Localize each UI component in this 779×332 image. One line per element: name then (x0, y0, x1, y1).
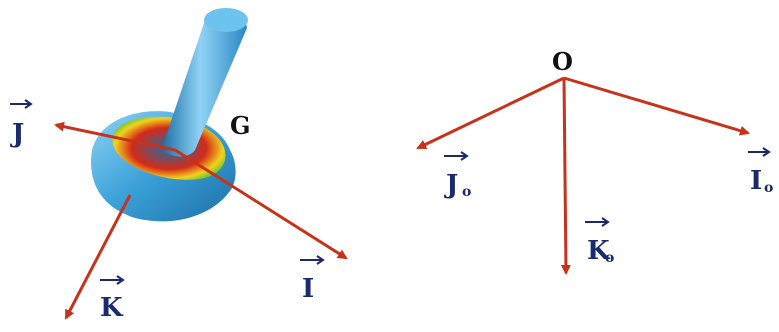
fixed-frame-axes (416, 76, 750, 275)
point-G-label: G (230, 111, 251, 140)
svg-text:o: o (605, 250, 614, 266)
svg-text:I: I (750, 166, 762, 196)
point-O-label: O (552, 47, 573, 76)
svg-text:K: K (587, 236, 611, 266)
svg-text:o: o (462, 184, 471, 200)
label-I: I (300, 255, 325, 304)
axis-K (64, 194, 132, 320)
svg-text:J: J (10, 119, 24, 149)
spinning-top (91, 8, 248, 222)
top-stem-cap (204, 8, 248, 32)
vector-arrow-icon (100, 275, 125, 285)
axis-I (174, 148, 348, 260)
axis-J (54, 121, 176, 152)
label-I0: I o (748, 147, 773, 196)
body-frame-axes (54, 121, 348, 320)
axis-J0 (416, 76, 565, 150)
vector-arrow-icon (300, 255, 325, 265)
label-K0: K o (585, 217, 614, 266)
vector-arrow-icon (748, 147, 771, 157)
svg-text:J: J (444, 170, 458, 200)
label-J0: J o (444, 151, 471, 200)
vector-arrow-icon (444, 151, 469, 161)
vector-arrow-icon (10, 99, 33, 109)
label-J: J (10, 99, 33, 149)
svg-text:o: o (764, 180, 773, 196)
svg-text:K: K (100, 293, 124, 323)
top-stem (162, 12, 247, 157)
label-K: K (100, 275, 125, 323)
svg-text:I: I (302, 274, 314, 304)
vector-arrow-icon (585, 217, 610, 227)
axis-I0 (563, 76, 750, 136)
axis-K0 (560, 77, 571, 275)
